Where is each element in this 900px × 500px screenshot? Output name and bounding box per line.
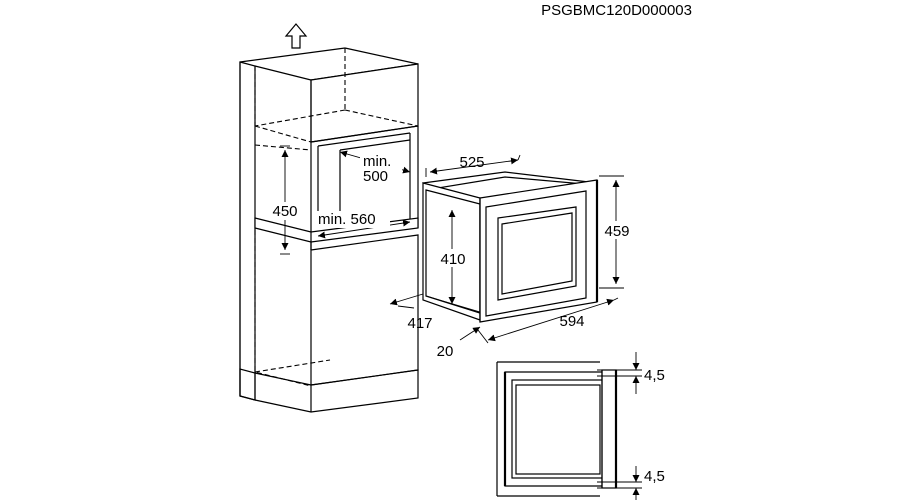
dim-frame-offset: 20 <box>437 343 454 360</box>
dim-appliance-body-height: 410 <box>440 251 465 268</box>
dim-niche-depth-value: 500 <box>363 168 388 185</box>
dim-appliance-width: 594 <box>559 313 584 330</box>
dim-appliance-depth: 525 <box>459 154 484 171</box>
dim-gap-top: 4,5 <box>644 367 665 384</box>
dim-appliance-total-height: 459 <box>604 223 629 240</box>
dim-side-depth: 417 <box>407 315 432 332</box>
drawing-code: PSGBMC120D000003 <box>541 2 692 19</box>
dim-niche-depth: min. 500 <box>360 152 402 185</box>
appliance-dimensions <box>389 154 634 344</box>
microwave-appliance <box>422 171 599 323</box>
up-arrow-icon <box>284 23 308 49</box>
svg-text:min. 560: min. 560 <box>318 211 376 228</box>
dim-niche-width: min. 560 <box>314 211 390 228</box>
dim-niche-depth-min: min. <box>363 153 391 170</box>
dim-niche-height: 450 <box>272 203 297 220</box>
tall-cabinet <box>239 47 419 413</box>
front-gap-detail <box>496 352 642 500</box>
dim-gap-bottom: 4,5 <box>644 468 665 485</box>
